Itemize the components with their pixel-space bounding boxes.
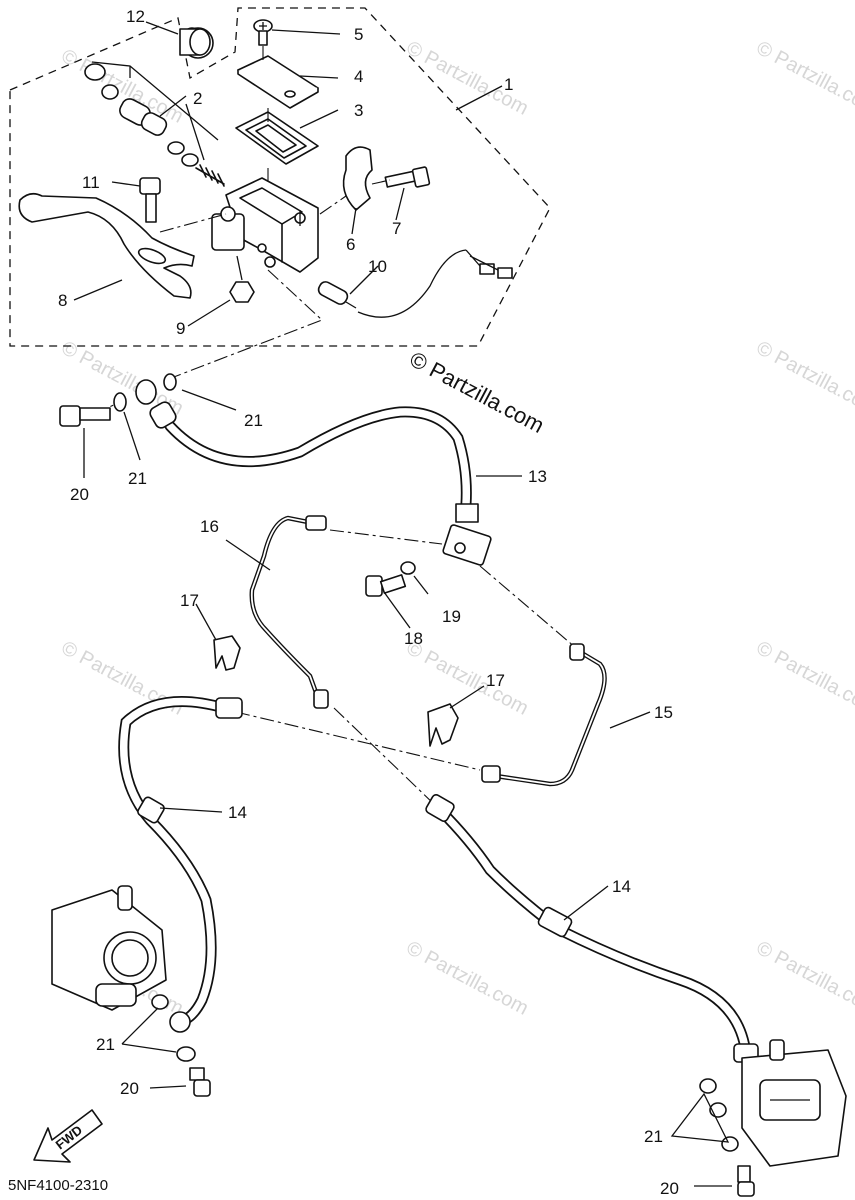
callout-11: 11 [82, 173, 100, 192]
brake-hose-part-14-left [118, 696, 243, 1033]
callout-17: 17 [486, 671, 505, 690]
washer-part-21 [163, 373, 177, 391]
brake-hose-part-14-right [425, 794, 759, 1063]
callout-15: 15 [654, 703, 673, 722]
watermark: © Partzilla.com [403, 937, 532, 1020]
forward-arrow-icon: FWD [33, 1109, 103, 1163]
callout-9: 9 [176, 319, 185, 338]
callout-14: 14 [612, 877, 631, 896]
bolt-part-11 [139, 177, 161, 223]
banjo-bolt-part-20 [59, 405, 111, 427]
cap-part-12 [179, 27, 214, 59]
washer-part-21 [699, 1078, 717, 1094]
piston-kit-part-2 [84, 61, 225, 187]
callout-18: 18 [404, 629, 423, 648]
callout-leaders [73, 21, 732, 1187]
screw-part-5 [253, 19, 273, 46]
callout-8: 8 [58, 291, 67, 310]
brake-caliper-left [51, 885, 167, 1011]
callout-17: 17 [180, 591, 199, 610]
brake-lever-part-8 [18, 192, 195, 299]
callout-12: 12 [126, 7, 145, 26]
watermark: © Partzilla.com [753, 637, 855, 720]
callout-numbers: 1 2 3 4 5 6 7 8 9 10 11 12 13 14 14 15 1… [58, 7, 679, 1198]
bolt-part-7 [384, 166, 431, 188]
callout-19: 19 [442, 607, 461, 626]
diagram-code: 5NF4100-2310 [8, 1177, 108, 1194]
watermark: © Partzilla.com [403, 637, 532, 720]
brake-hose-part-13 [149, 401, 492, 566]
washer-part-19 [400, 561, 416, 575]
diaphragm-part-3 [235, 111, 319, 165]
washer-part-21 [721, 1136, 739, 1152]
brake-pipe-part-16 [249, 515, 329, 709]
callout-21: 21 [96, 1035, 115, 1054]
clip-part-17 [213, 635, 241, 671]
watermark: © Partzilla.com [753, 937, 855, 1020]
reservoir-cover-part-4-edge [237, 69, 319, 109]
bolt-part-18 [365, 574, 407, 597]
callout-20: 20 [660, 1179, 679, 1198]
lever-slot [137, 247, 167, 265]
callout-13: 13 [528, 467, 547, 486]
callout-16: 16 [200, 517, 219, 536]
washer-part-21 [113, 392, 127, 412]
callout-4: 4 [354, 67, 363, 86]
callout-20: 20 [70, 485, 89, 504]
watermark: © Partzilla.com [753, 337, 855, 420]
brake-switch-part-10 [317, 249, 513, 318]
callout-1: 1 [504, 75, 513, 94]
banjo-fitting [135, 379, 157, 405]
nut-part-9 [229, 281, 255, 303]
watermark: © Partzilla.com [753, 37, 855, 120]
callout-5: 5 [354, 25, 363, 44]
clip-part-17 [427, 703, 459, 747]
copyright-notice: © Partzilla.com [406, 346, 549, 438]
bleeder-bolt-part-20 [737, 1165, 755, 1197]
callout-2: 2 [193, 89, 202, 108]
callout-6: 6 [346, 235, 355, 254]
callout-7: 7 [392, 219, 401, 238]
washer-part-21 [176, 1046, 196, 1062]
bracket-part-6 [342, 146, 373, 211]
callout-14: 14 [228, 803, 247, 822]
master-cylinder-body [211, 177, 319, 273]
callout-10: 10 [368, 257, 387, 276]
callout-3: 3 [354, 101, 363, 120]
brake-pipe-part-15 [481, 643, 607, 787]
callout-21: 21 [644, 1127, 663, 1146]
brake-caliper-right [741, 1039, 847, 1167]
callout-20: 20 [120, 1079, 139, 1098]
washer-part-21 [151, 994, 169, 1010]
callout-21: 21 [244, 411, 263, 430]
bleeder-bolt-part-20 [189, 1067, 211, 1097]
cover-hole [284, 90, 296, 98]
callout-21: 21 [128, 469, 147, 488]
